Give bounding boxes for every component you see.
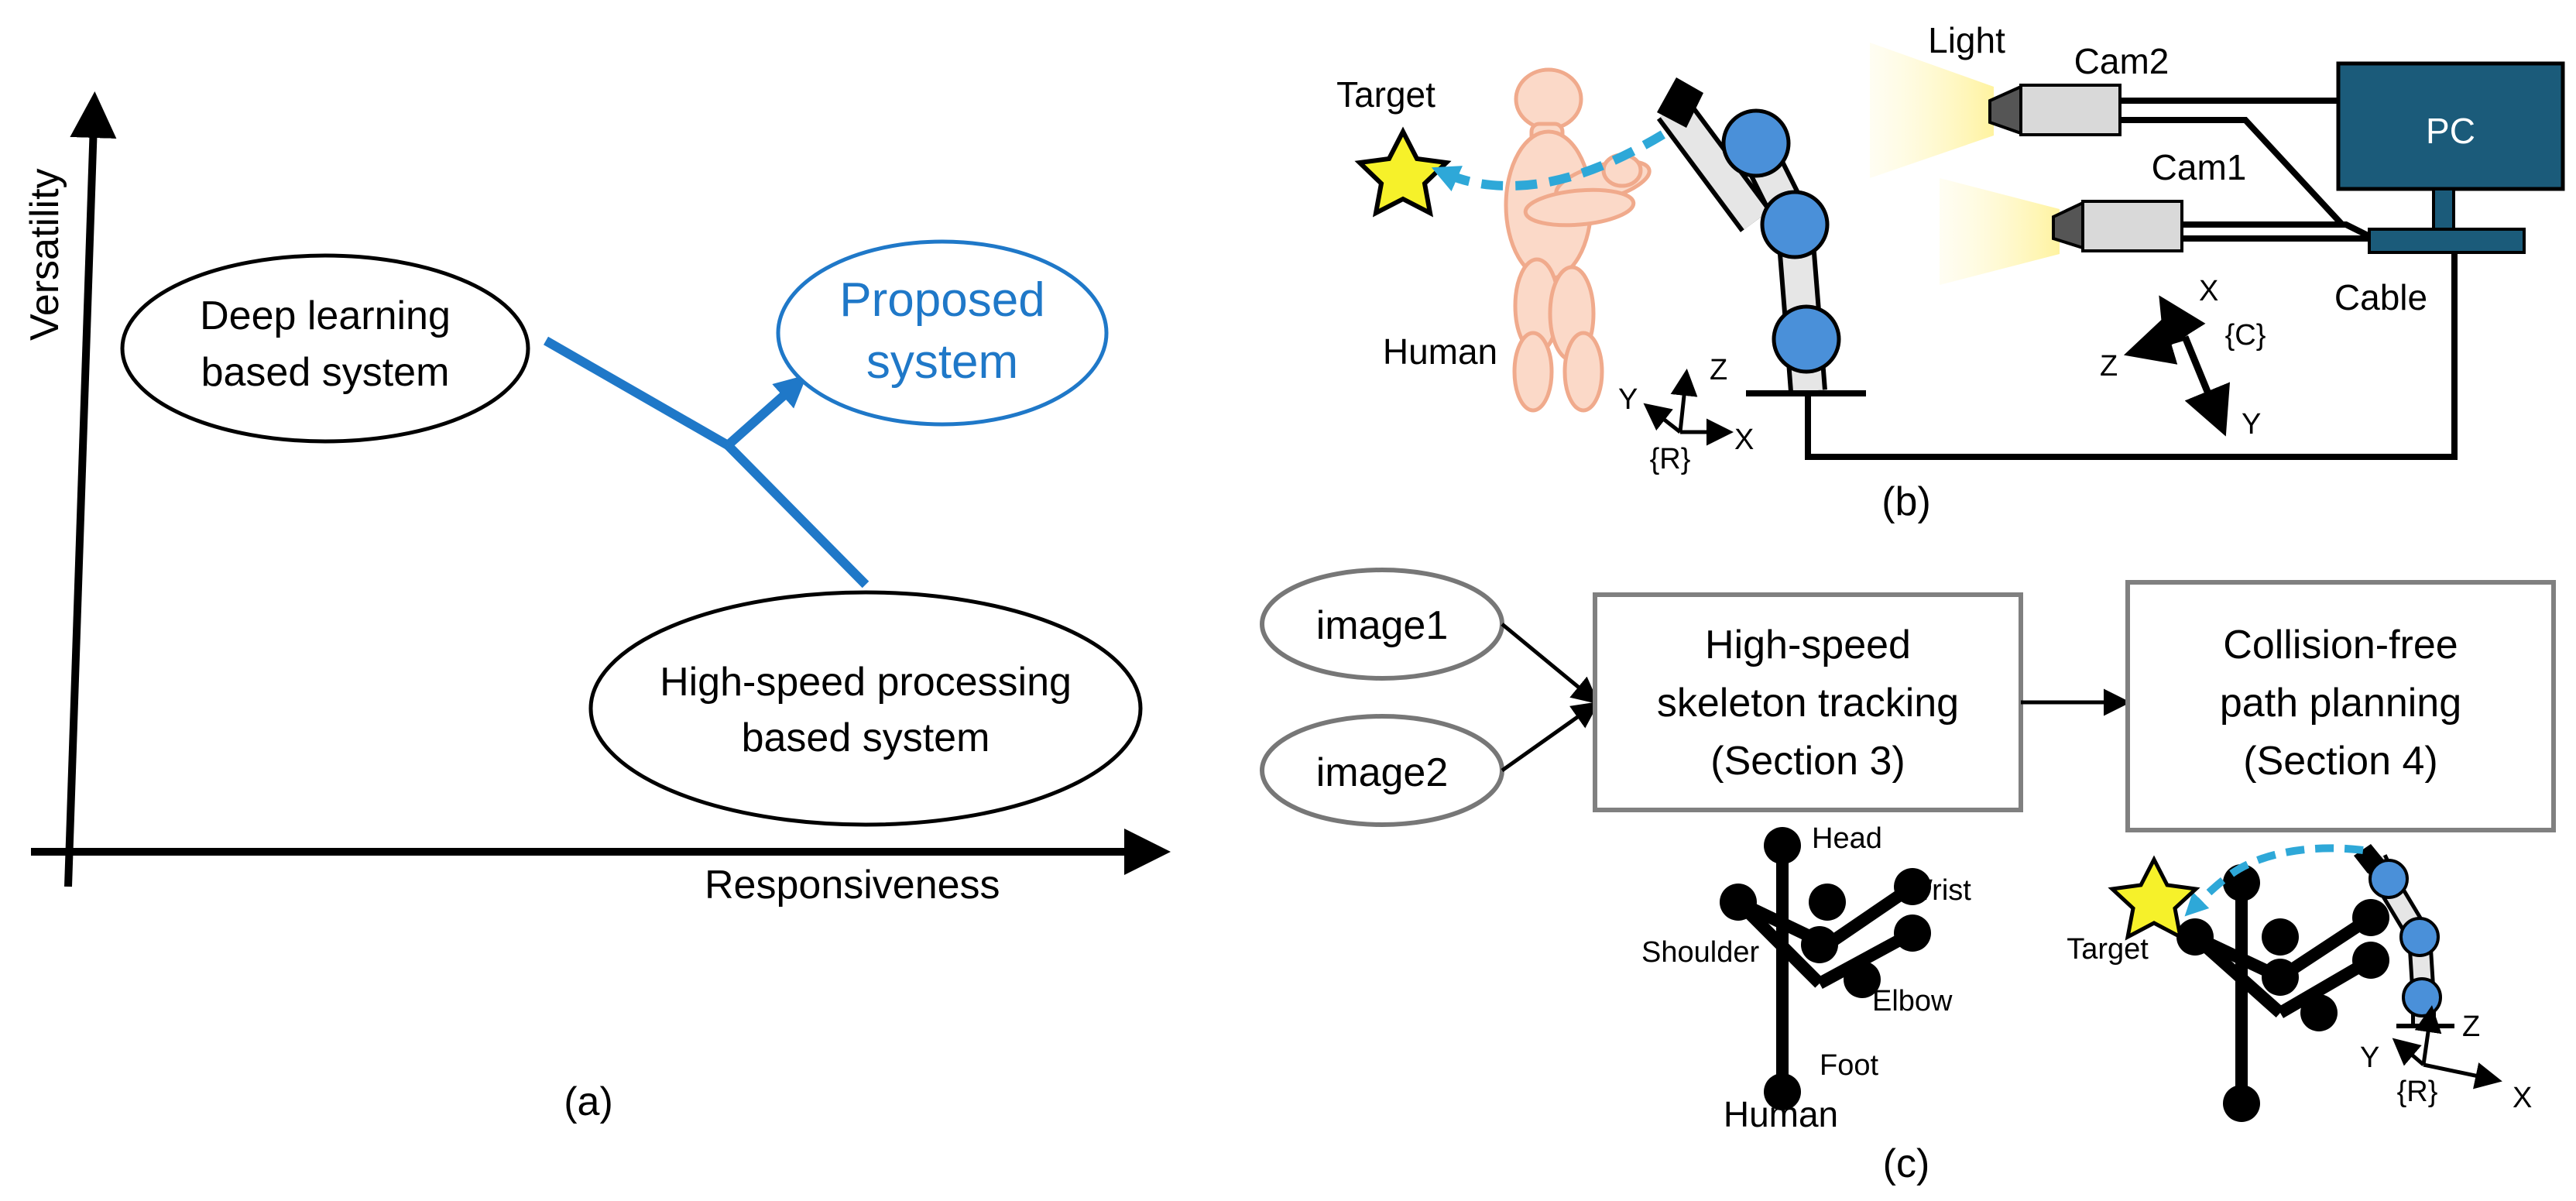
target-star-c [2108,855,2200,941]
panel-b-label: (b) [1881,479,1931,524]
deep-learning-line2: based system [201,350,450,395]
high-speed-line2: based system [742,715,990,760]
panel-b: Target Human [1336,20,2565,524]
high-speed-line1: High-speed processing [660,660,1072,705]
image2-node: image2 [1260,714,1504,827]
pc-label: PC [2426,111,2475,151]
skeleton-tracking [1720,827,1931,1110]
robot-frame-b-name: {R} [1650,443,1691,475]
target-star [1354,126,1452,218]
junction-to-proposed-arrow [725,374,808,449]
robot-arm-small [2354,844,2454,1028]
planning-line3: (Section 4) [2243,739,2437,784]
panel-a-label: (a) [564,1079,613,1124]
image1-label: image1 [1316,603,1449,648]
cable-label: Cable [2334,277,2427,317]
skeleton-planning [2176,864,2389,1122]
panel-c-label: (c) [1883,1141,1930,1186]
robot-frame-c-x: X [2513,1082,2532,1114]
cam1 [2052,200,2183,252]
foot-label: Foot [1820,1049,1878,1082]
target-c-label: Target [2067,933,2149,966]
wrist-label: Wrist [1905,874,1971,907]
planning-box: Collision-free path planning (Section 4) [2125,580,2556,832]
proposed-node: Proposed system [776,239,1109,427]
camera-frame-y: Y [2242,408,2261,441]
tracking-line1: High-speed [1705,623,1911,667]
camera-frame-z: Z [2100,350,2118,383]
deep-to-junction-line [544,336,730,450]
human-figure [1504,67,1652,413]
proposed-line2: system [866,335,1018,389]
high-speed-to-junction-line [724,441,870,588]
robot-frame-b-z: Z [1710,354,1727,386]
robot-frame-b-y: Y [1618,383,1638,416]
cam2 [1988,84,2122,136]
proposed-line1: Proposed [839,273,1044,327]
high-speed-node: High-speed processing based system [588,590,1143,827]
image2-arrow [1501,701,1600,773]
robot-frame-c-y: Y [2360,1041,2379,1074]
light-label: Light [1928,20,2005,60]
robot-frame-c-name: {R} [2397,1076,2438,1108]
light-cone-lower [1940,178,2060,285]
human-c-label: Human [1724,1094,1838,1134]
robot-arm [1656,77,1866,396]
robot-frame-b: X Y Z {R} [1618,354,1754,475]
cam1-label: Cam1 [2152,147,2247,187]
planned-path [1431,112,1695,192]
pc: PC [2336,61,2565,254]
image1-arrow [1501,623,1600,705]
human-label: Human [1383,331,1497,372]
planning-line1: Collision-free [2223,623,2458,667]
tracking-box: High-speed skeleton tracking (Section 3) [1593,592,2023,812]
target-label: Target [1336,74,1435,115]
robot-frame-c: X Y Z {R} [2360,1005,2532,1114]
y-axis [64,91,117,887]
tracking-line3: (Section 3) [1710,739,1905,784]
image2-label: image2 [1316,750,1449,795]
tracking-line2: skeleton tracking [1657,681,1959,726]
head-label: Head [1812,822,1882,855]
robot-frame-b-x: X [1734,424,1754,456]
light-cone-upper [1870,43,1994,178]
panel-a: Versatility Responsiveness Deep learning… [22,91,1171,1124]
cam2-label: Cam2 [2074,41,2170,81]
robot-frame-c-z: Z [2462,1011,2480,1043]
deep-learning-line1: Deep learning [200,293,451,338]
shoulder-label: Shoulder [1641,936,1759,969]
x-axis-label: Responsiveness [705,863,1000,908]
planned-path-c [2184,844,2364,917]
planning-line2: path planning [2220,681,2461,726]
elbow-label: Elbow [1872,985,1953,1017]
camera-frame: X Z Y {C} [2100,275,2266,441]
camera-frame-x: X [2199,275,2218,307]
deep-learning-node: Deep learning based system [120,253,530,444]
y-axis-label: Versatility [22,168,67,341]
camera-frame-name: {C} [2225,319,2266,352]
cables [1805,98,2458,460]
image1-node: image1 [1260,568,1504,681]
panel-c: image1 image2 High-speed skeleton tracki… [1260,568,2556,1186]
